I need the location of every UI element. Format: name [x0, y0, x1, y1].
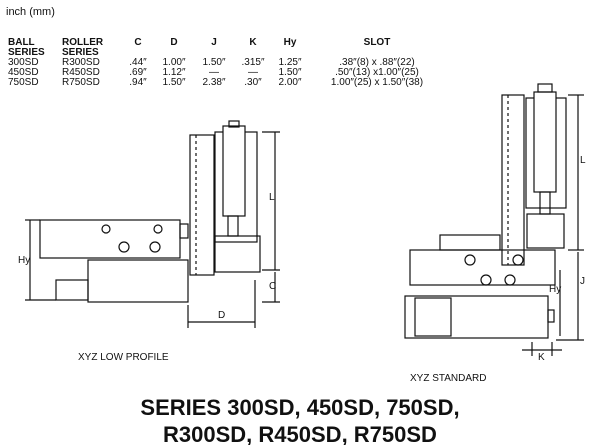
col-c: C	[134, 37, 142, 48]
table-row: 750SD R750SD .94″ 1.50″ 2.38″ .30″ 2.00″ 1.00″(…	[8, 78, 448, 88]
table-cell: .315″	[241, 57, 265, 68]
table-cell: .50″(13) x1.00″(25)	[335, 67, 419, 78]
col-d: D	[170, 37, 178, 48]
label-hy-low: Hy	[18, 255, 31, 266]
table-cell: .30″	[244, 77, 262, 88]
table-cell: 1.50″	[162, 77, 186, 88]
table-cell: .69″	[129, 67, 147, 78]
table-cell: —	[209, 67, 219, 78]
table-header: BALL SERIES ROLLER SERIES C D J K Hy SLO…	[8, 38, 448, 58]
col-hy: Hy	[283, 37, 297, 48]
label-l-low: L	[269, 192, 275, 203]
table-cell: R300SD	[62, 57, 100, 68]
table-cell: 450SD	[8, 67, 39, 78]
table-cell: 300SD	[8, 57, 39, 68]
label-l-std: L	[580, 155, 586, 166]
label-d: D	[218, 310, 226, 321]
caption-standard: XYZ STANDARD	[410, 373, 487, 384]
col-ball: BALL SERIES	[8, 37, 45, 58]
title-line-2: R300SD, R450SD, R750SD	[163, 422, 437, 445]
table-cell: 1.50″	[202, 57, 226, 68]
table-cell: 1.25″	[278, 57, 302, 68]
table-cell: .94″	[129, 77, 147, 88]
dimension-table: BALL SERIES ROLLER SERIES C D J K Hy SLO…	[8, 38, 448, 88]
low-profile-drawing	[25, 120, 280, 328]
col-k: K	[249, 37, 257, 48]
col-j: J	[211, 37, 217, 48]
label-c: C	[269, 281, 277, 292]
label-k: K	[538, 352, 545, 363]
col-slot: SLOT	[363, 37, 391, 48]
col-roller: ROLLER SERIES	[62, 37, 104, 58]
table-cell: .38″(8) x .88″(22)	[339, 57, 415, 68]
table-cell: 1.12″	[162, 67, 186, 78]
table-cell: 1.00″	[162, 57, 186, 68]
table-cell: 1.50″	[278, 67, 302, 78]
table-cell: R750SD	[62, 77, 100, 88]
label-j: J	[580, 276, 585, 287]
table-row: 300SD R300SD .44″ 1.00″ 1.50″ .315″ 1.25″ .38″(…	[8, 58, 448, 68]
table-cell: R450SD	[62, 67, 100, 78]
units-label: inch (mm)	[6, 6, 55, 18]
standard-drawing	[404, 83, 584, 356]
table-cell: 1.00″(25) x 1.50″(38)	[330, 77, 424, 88]
table-cell: 2.00″	[278, 77, 302, 88]
table-cell: .44″	[129, 57, 147, 68]
page-title: SERIES 300SD, 450SD, 750SD, R300SD, R450…	[0, 394, 600, 445]
table-cell: —	[248, 67, 258, 78]
label-hy-std: Hy	[549, 284, 562, 295]
title-line-1: SERIES 300SD, 450SD, 750SD,	[140, 395, 460, 420]
table-cell: 2.38″	[202, 77, 226, 88]
caption-low-profile: XYZ LOW PROFILE	[78, 352, 169, 363]
table-cell: 750SD	[8, 77, 39, 88]
table-row: 450SD R450SD .69″ 1.12″ — — 1.50″ .50″(13) x1.0…	[8, 68, 448, 78]
